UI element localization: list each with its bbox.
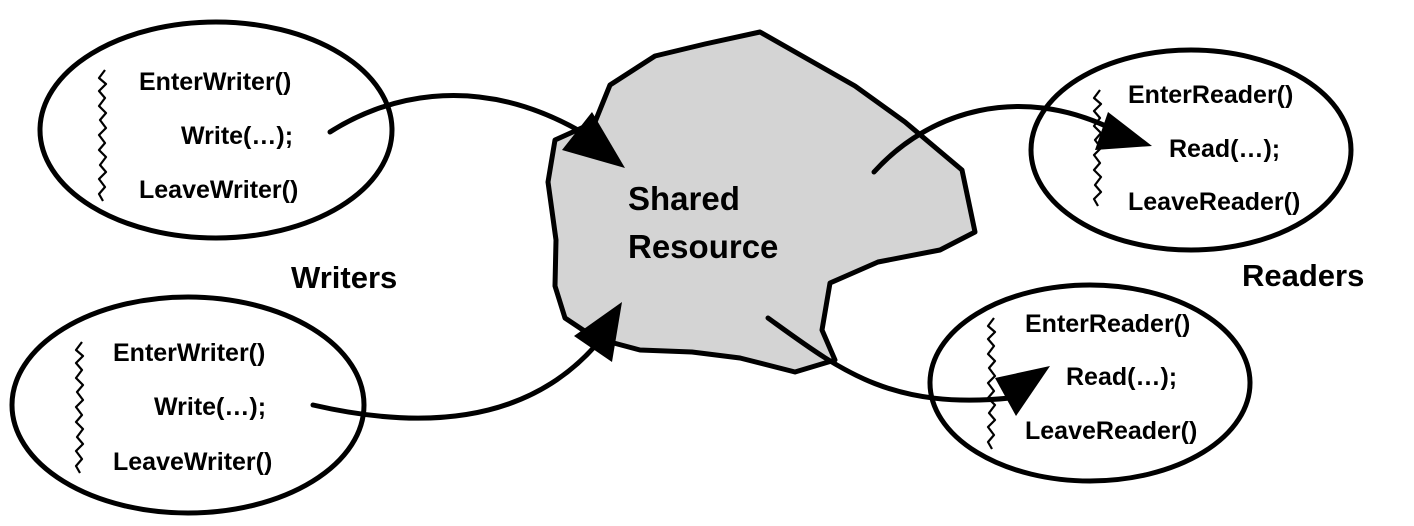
reader-top-enter: EnterReader() [1128,81,1293,109]
shared-resource-label-line1: Shared [628,180,740,217]
arrowhead-reader-bottom [995,366,1050,416]
reader-top-leave: LeaveReader() [1128,188,1300,216]
writer-top-process: EnterWriter() Write(…); LeaveWriter() [37,19,395,241]
writer-bottom-leave: LeaveWriter() [113,448,272,476]
writer-top-thread-squiggle [97,69,108,202]
shared-resource-label-line2: Resource [628,228,778,265]
writer-bottom-ellipse [9,294,367,516]
writer-bottom-write: Write(…); [154,393,266,421]
resource-to-reader-bottom-arrow [765,315,1050,416]
writer-top-to-resource-arrow [327,93,625,168]
reader-bottom-enter: EnterReader() [1025,310,1190,338]
arrowhead-writer-top [562,112,625,168]
writer-bottom-process: EnterWriter() Write(…); LeaveWriter() [9,294,367,516]
writer-bottom-thread-squiggle [74,341,85,474]
reader-top-ellipse [1028,47,1354,253]
writer-top-leave: LeaveWriter() [139,176,298,204]
writer-top-ellipse [37,19,395,241]
writer-top-write: Write(…); [181,122,293,150]
resource-to-reader-top-arrow [871,104,1152,175]
writer-top-enter: EnterWriter() [139,68,291,96]
arrowhead-writer-bottom [574,302,622,362]
reader-bottom-leave: LeaveReader() [1025,417,1197,445]
reader-bottom-thread-squiggle [986,317,997,450]
readers-group-label: Readers [1242,258,1364,293]
arrowhead-reader-top [1095,112,1152,150]
writer-bottom-enter: EnterWriter() [113,339,265,367]
writer-bottom-to-resource-arrow [310,302,622,421]
writers-group-label: Writers [291,260,397,295]
reader-top-read: Read(…); [1169,135,1280,163]
reader-bottom-ellipse [927,282,1253,484]
reader-bottom-read: Read(…); [1066,363,1177,391]
reader-top-process: EnterReader() Read(…); LeaveReader() [1028,47,1354,253]
reader-bottom-process: EnterReader() Read(…); LeaveReader() [927,282,1253,484]
